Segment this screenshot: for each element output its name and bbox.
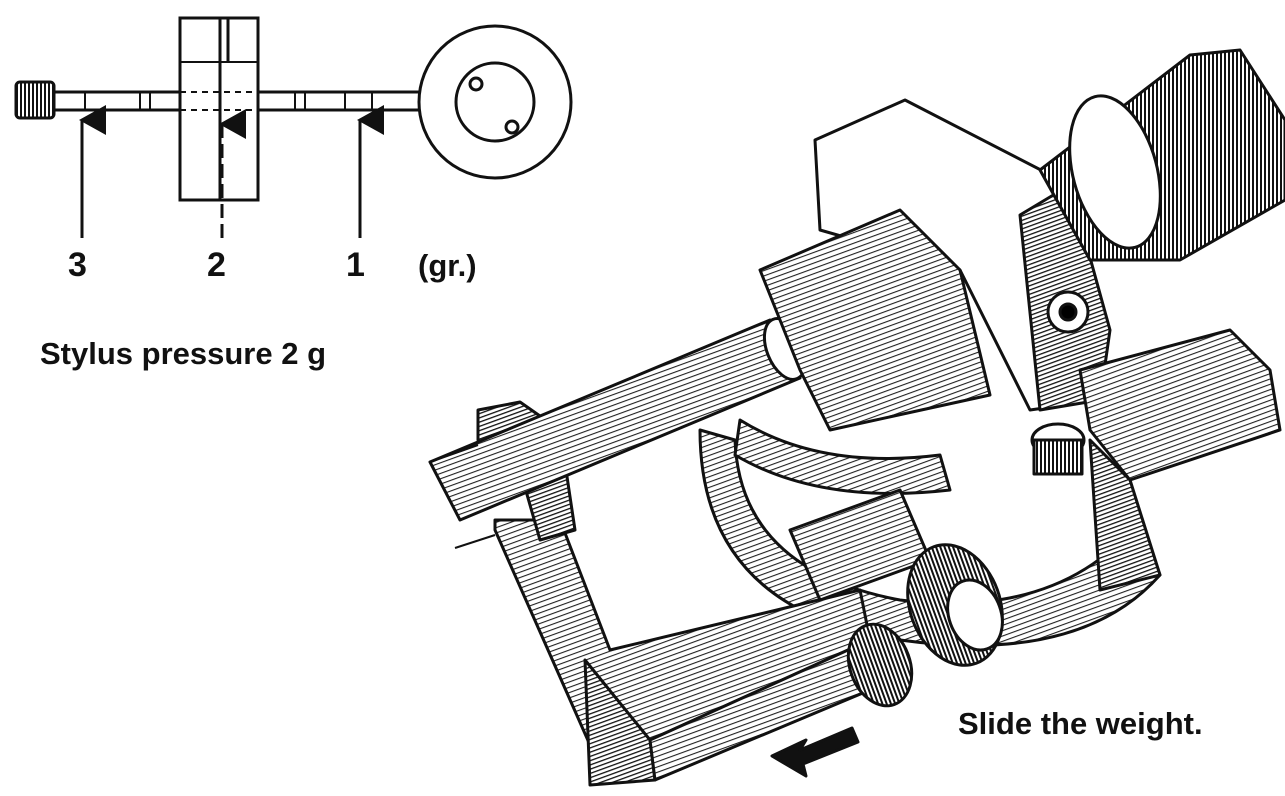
pressure-scale-drawing (14, 16, 573, 238)
scale-unit: (gr.) (418, 248, 477, 283)
slide-direction-arrow (770, 726, 860, 778)
scale-mark-2: 2 (207, 246, 226, 284)
stylus-pressure-caption: Stylus pressure 2 g (40, 336, 327, 371)
lift-lever-bar (1078, 328, 1282, 482)
tonearm-illustration (428, 48, 1285, 787)
slide-weight-caption: Slide the weight. (958, 706, 1203, 741)
scale-mark-1: 1 (346, 246, 365, 284)
scale-end-knob (14, 80, 56, 120)
secondary-weight (846, 622, 914, 708)
scale-mark-3: 3 (68, 246, 87, 284)
scale-disc (417, 24, 573, 180)
